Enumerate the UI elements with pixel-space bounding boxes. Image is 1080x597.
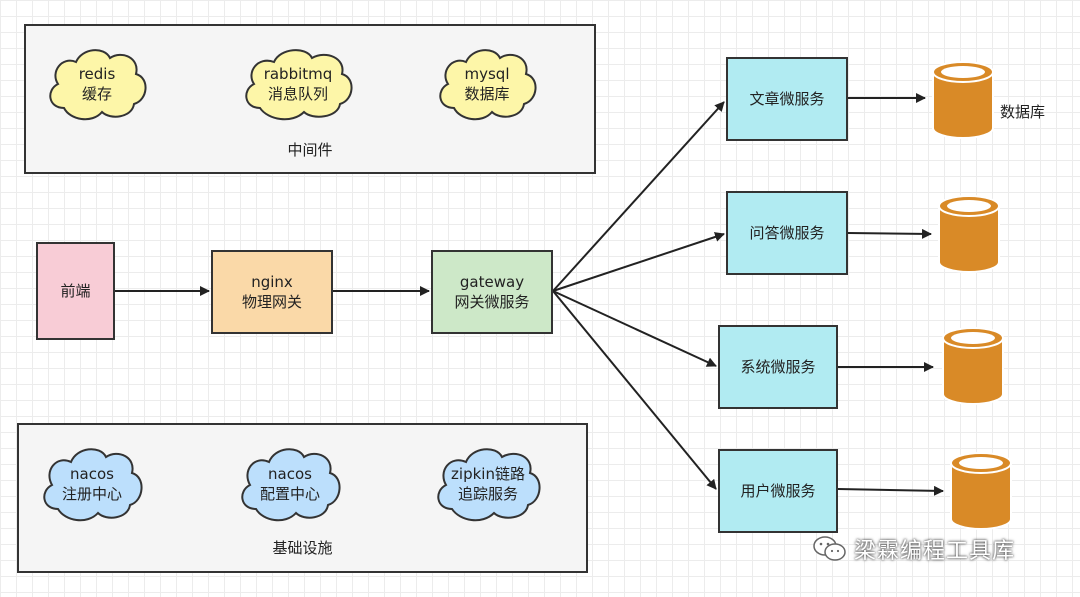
cloud-line1: zipkin链路	[451, 465, 525, 483]
service-label: 问答微服务	[749, 224, 825, 242]
cloud-zipkin: zipkin链路 追踪服务	[432, 443, 544, 525]
qa-service-node: 问答微服务	[726, 191, 848, 275]
cloud-line2: 追踪服务	[457, 485, 518, 503]
watermark-text: 梁霖编程工具库	[854, 539, 1016, 564]
cloud-line2: 数据库	[464, 85, 510, 103]
wechat-icon	[813, 536, 846, 561]
frontend-label: 前端	[60, 282, 91, 300]
cloud-shape	[439, 49, 537, 121]
cloud-shape	[437, 448, 541, 522]
arrow-gateway-system	[552, 290, 717, 367]
cloud-line1: mysql	[464, 65, 510, 83]
watermark: 梁霖编程工具库	[812, 533, 1015, 565]
cloud-line1: rabbitmq	[263, 65, 333, 83]
arrow-gateway-user	[552, 290, 717, 490]
database-label: 数据库	[1000, 103, 1046, 121]
cloud-mysql: mysql 数据库	[434, 44, 540, 124]
cloud-line2: 注册中心	[61, 485, 122, 503]
service-label: 系统微服务	[740, 358, 816, 376]
arrow-gateway-article	[552, 101, 725, 292]
service-label: 文章微服务	[749, 90, 825, 108]
nginx-line2: 物理网关	[241, 293, 302, 311]
cloud-nacos-registry: nacos 注册中心	[38, 443, 146, 525]
database-cylinder-2	[938, 195, 1000, 273]
cloud-line1: nacos	[268, 465, 312, 483]
database-cylinder-3	[942, 327, 1004, 405]
database-cylinder-4	[950, 452, 1012, 530]
service-label: 用户微服务	[740, 482, 816, 500]
frontend-node: 前端	[36, 242, 115, 340]
arrow-user-db	[837, 485, 944, 496]
middleware-label: 中间件	[287, 141, 333, 159]
system-service-node: 系统微服务	[718, 325, 838, 409]
database-cylinder-1	[932, 61, 994, 139]
cloud-shape	[49, 49, 147, 121]
cloud-rabbitmq: rabbitmq 消息队列	[240, 44, 356, 124]
cloud-line2: 缓存	[81, 85, 112, 103]
cloud-redis: redis 缓存	[44, 44, 150, 124]
cloud-shape	[241, 448, 341, 522]
cloud-shape	[43, 448, 143, 522]
cloud-line1: nacos	[70, 465, 114, 483]
user-service-node: 用户微服务	[718, 449, 838, 533]
infrastructure-label: 基础设施	[272, 539, 333, 557]
arrow-gateway-qa	[552, 232, 725, 292]
gateway-line1: gateway	[459, 273, 525, 291]
cloud-line2: 消息队列	[267, 85, 328, 103]
nginx-node: nginx 物理网关	[211, 250, 333, 334]
cloud-line2: 配置中心	[259, 485, 320, 503]
nginx-line1: nginx	[251, 273, 293, 291]
gateway-node: gateway 网关微服务	[431, 250, 553, 334]
cloud-nacos-config: nacos 配置中心	[236, 443, 344, 525]
arrow-qa-db	[847, 228, 932, 239]
gateway-line2: 网关微服务	[454, 293, 530, 311]
article-service-node: 文章微服务	[726, 57, 848, 141]
cloud-line1: redis	[78, 65, 116, 83]
cloud-shape	[245, 49, 353, 121]
